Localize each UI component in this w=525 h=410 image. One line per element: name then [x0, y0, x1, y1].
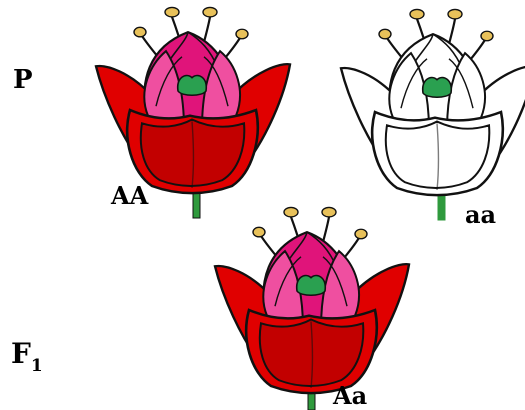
genotype-label: aa	[465, 200, 496, 229]
red-flower-icon	[96, 7, 290, 193]
first-filial-subscript: 1	[31, 356, 43, 376]
flower-aa-heterozygous: Aa	[215, 207, 409, 410]
genotype-label: Aa	[332, 381, 367, 410]
first-filial-generation-label: F1	[11, 337, 43, 376]
parental-generation-label: P	[13, 65, 33, 95]
first-filial-letter: F	[11, 337, 31, 370]
flower-aa-homozygous-recessive: aa	[341, 9, 525, 229]
flower-aa-homozygous-dominant: AA	[96, 7, 290, 218]
red-flower-icon	[215, 207, 409, 393]
genotype-label: AA	[110, 181, 149, 210]
white-flower-icon	[341, 9, 525, 195]
